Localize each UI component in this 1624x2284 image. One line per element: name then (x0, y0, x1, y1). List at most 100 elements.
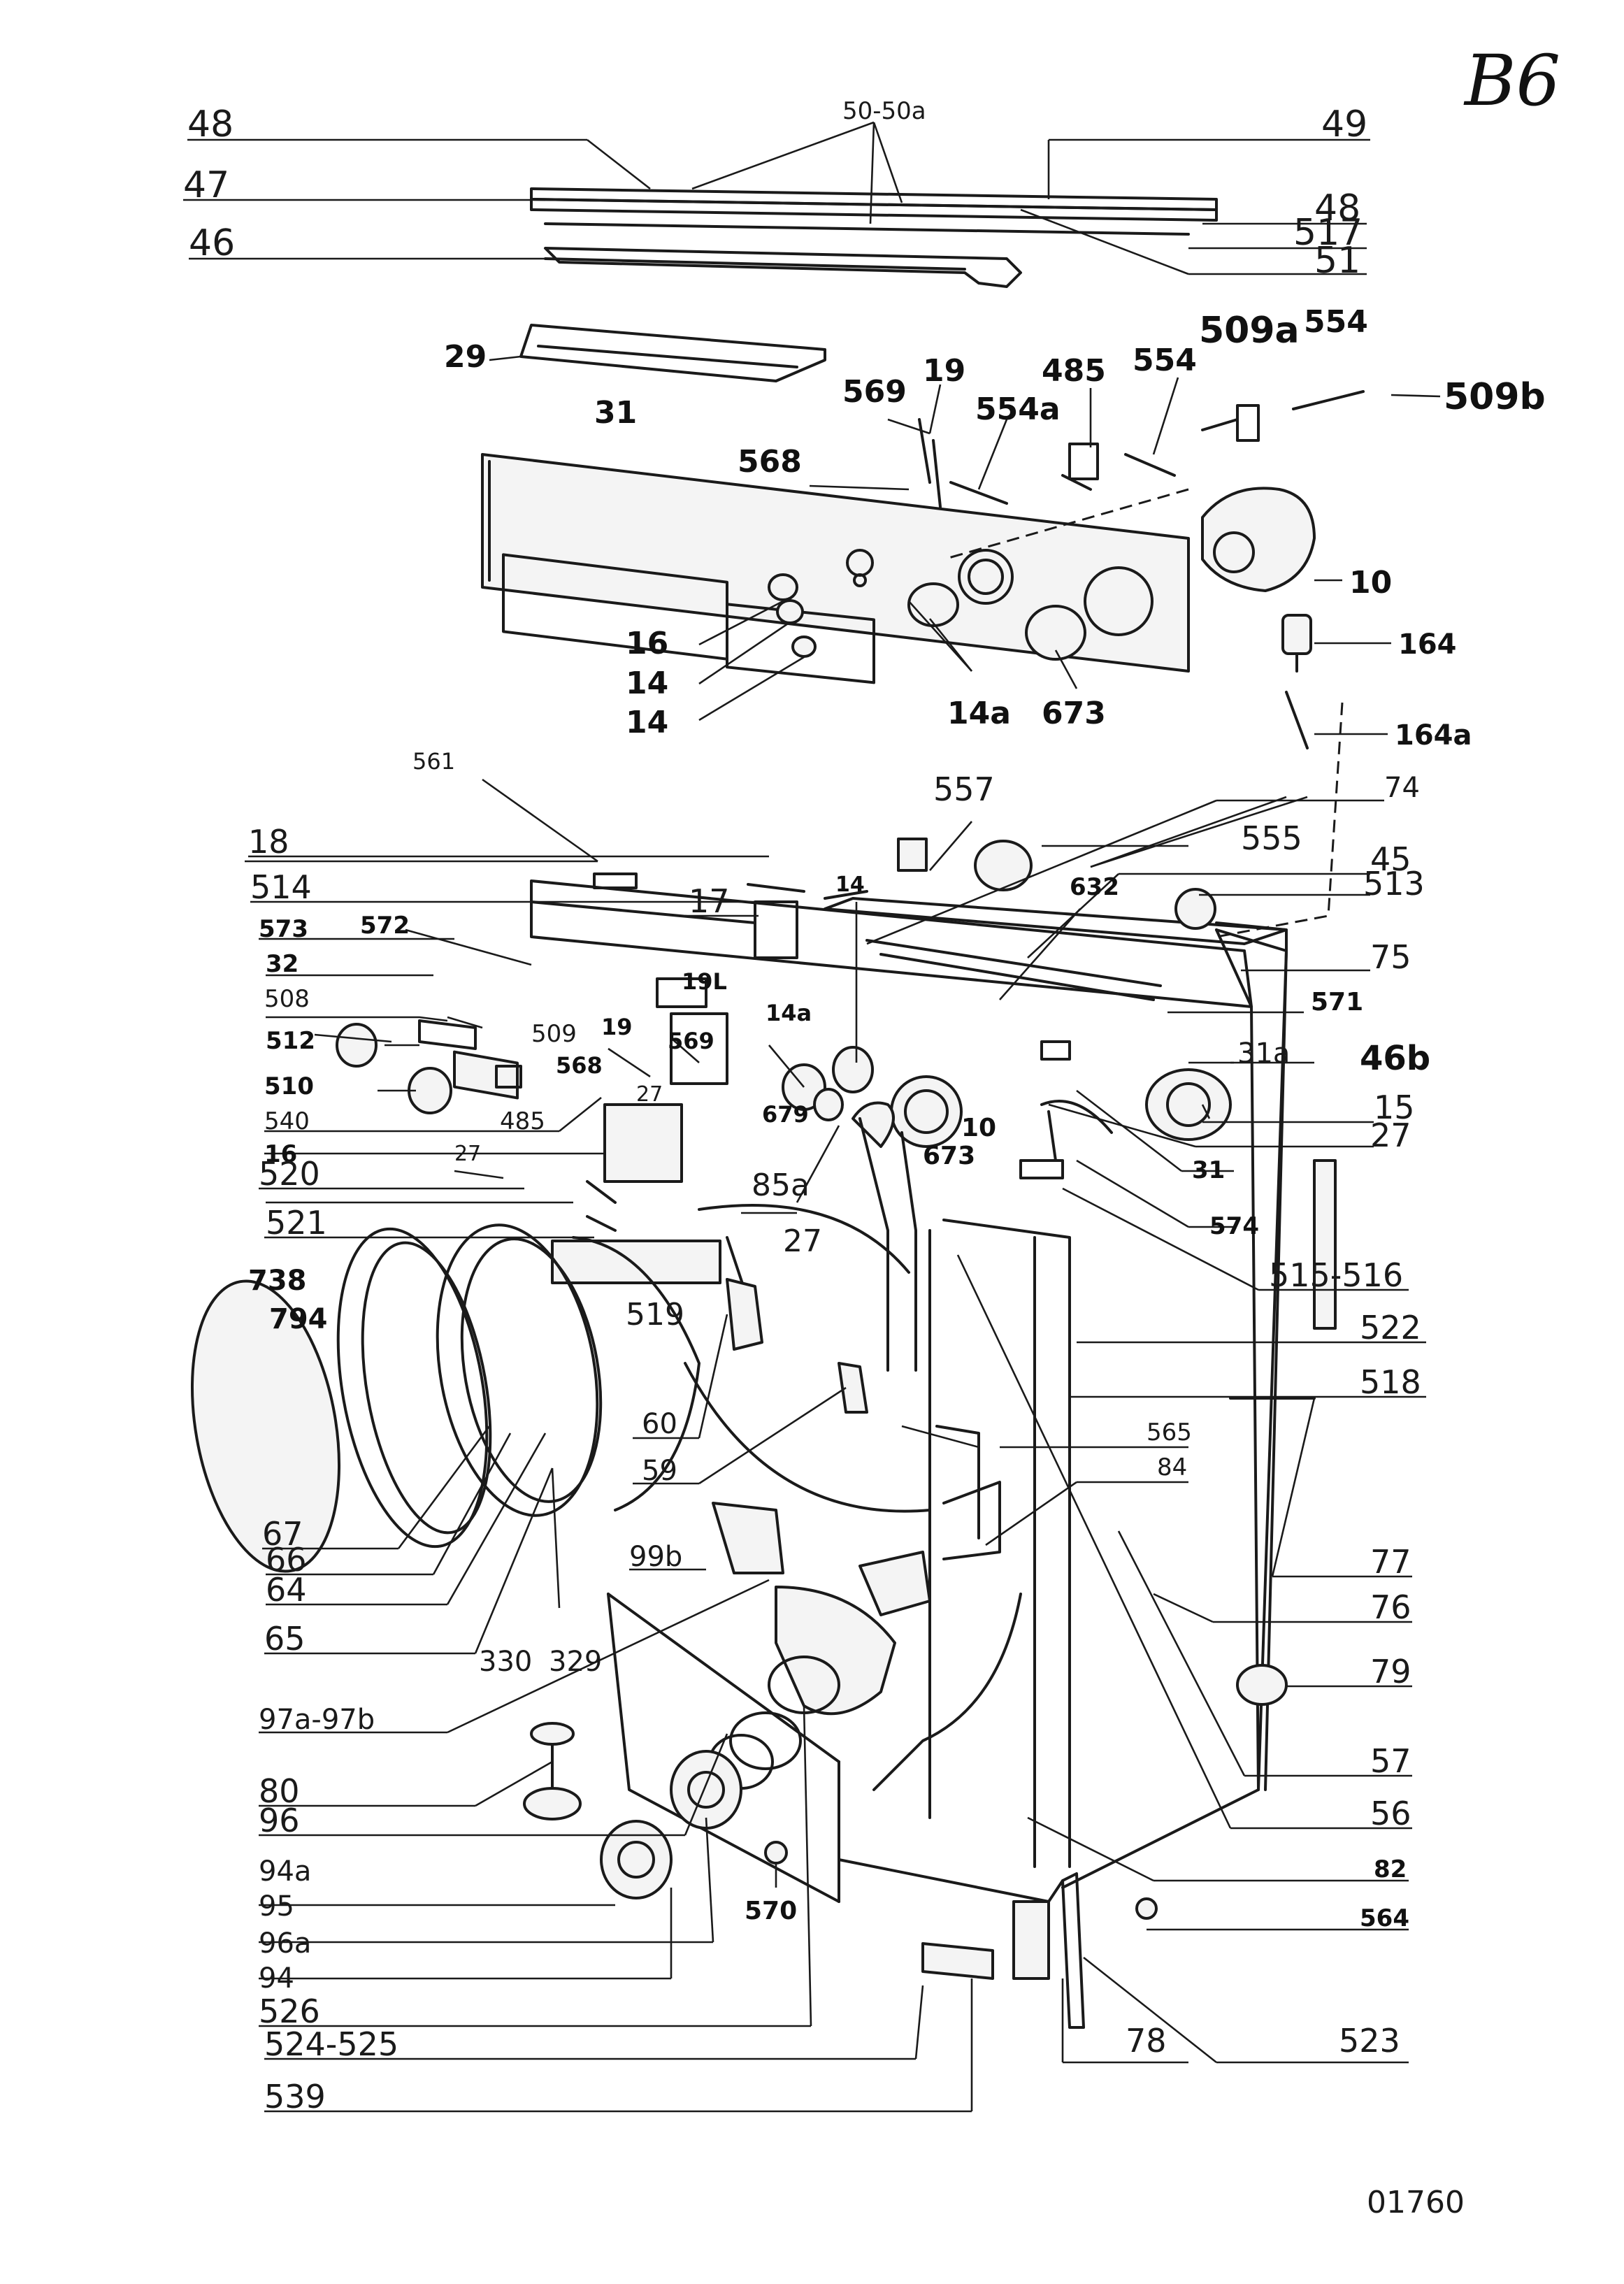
callout-485-top: 485 (1042, 353, 1106, 389)
callout-29: 29 (444, 339, 487, 375)
callout-513: 513 (1363, 865, 1425, 903)
callout-569-top: 569 (842, 374, 907, 410)
callout-96: 96 (259, 1802, 300, 1839)
callout-679: 679 (762, 1101, 809, 1128)
callout-515-516: 515-516 (1269, 1256, 1403, 1294)
callout-329: 329 (549, 1646, 602, 1678)
callout-509b: 509b (1444, 376, 1546, 418)
callout-51: 51 (1314, 240, 1360, 282)
callout-64: 64 (266, 1571, 307, 1609)
callout-164: 164 (1398, 629, 1457, 661)
callout-17: 17 (689, 882, 730, 920)
callout-97a-97b: 97a-97b (259, 1704, 375, 1736)
callout-99b: 99b (629, 1541, 682, 1573)
callout-95: 95 (259, 1890, 294, 1923)
callout-512: 512 (266, 1027, 315, 1055)
callout-67: 67 (262, 1515, 303, 1553)
callout-555: 555 (1241, 819, 1302, 857)
top-lid-assembly (530, 187, 1218, 288)
callout-14a-top: 14a (947, 696, 1011, 731)
callout-32: 32 (266, 950, 299, 978)
callout-18: 18 (248, 823, 289, 861)
callout-522: 522 (1360, 1309, 1421, 1346)
callout-573: 573 (259, 915, 308, 943)
callout-19L: 19L (682, 968, 727, 995)
callout-49: 49 (1321, 103, 1367, 145)
callout-59: 59 (642, 1455, 677, 1487)
callout-15: 15 (1374, 1089, 1415, 1126)
callout-75: 75 (1370, 938, 1411, 976)
callout-85a: 85a (752, 1168, 810, 1203)
callout-66: 66 (266, 1541, 307, 1579)
callout-568-top: 568 (738, 444, 802, 480)
callout-568-mid: 568 (556, 1052, 603, 1079)
callout-14-top-a: 14 (626, 666, 668, 701)
callout-509-mid: 509 (531, 1020, 577, 1048)
callout-14-mid: 14 (835, 872, 865, 897)
callout-48-left: 48 (187, 103, 233, 145)
callout-31-top: 31 (594, 395, 637, 431)
control-panel-assembly (481, 324, 1365, 938)
callout-19-top: 19 (923, 353, 965, 389)
callout-94a: 94a (259, 1855, 311, 1888)
door-drum (190, 796, 1337, 2029)
callout-10-top: 10 (1349, 565, 1392, 601)
callout-31-mid: 31 (1192, 1156, 1225, 1184)
callout-509a: 509a (1199, 310, 1300, 352)
callout-65: 65 (264, 1620, 306, 1658)
callout-45: 45 (1370, 840, 1411, 878)
callout-48-right: 48 (1314, 187, 1360, 229)
callout-561: 561 (412, 748, 455, 775)
callout-520: 520 (259, 1155, 320, 1193)
callout-570: 570 (745, 1897, 797, 1925)
callout-14a-mid: 14a (766, 1000, 812, 1026)
lower-leaders (245, 778, 1426, 2113)
callout-19-mid: 19 (601, 1014, 633, 1040)
callout-518: 518 (1360, 1363, 1421, 1401)
callout-554-right: 554 (1304, 304, 1368, 340)
callout-569-mid: 569 (668, 1028, 714, 1054)
callout-508: 508 (264, 985, 310, 1013)
callout-574: 574 (1209, 1212, 1259, 1240)
callout-78: 78 (1126, 2022, 1167, 2060)
callout-564: 564 (1360, 1904, 1409, 1932)
callout-519: 519 (626, 1297, 684, 1333)
callout-540: 540 (264, 1107, 310, 1135)
sheet-corner-mark: B6 (1463, 40, 1560, 122)
callout-524-525: 524-525 (264, 2025, 398, 2063)
callout-27-a: 27 (636, 1082, 663, 1107)
callout-labels: 50-50a 48 49 47 48 517 46 51 29 509a 554… (183, 97, 1546, 2220)
callout-539: 539 (264, 2078, 326, 2116)
callout-526: 526 (259, 1992, 320, 2030)
callout-27-c: 27 (454, 1142, 481, 1166)
callout-565: 565 (1147, 1418, 1192, 1446)
callout-82: 82 (1374, 1855, 1407, 1883)
callout-510: 510 (264, 1072, 314, 1100)
top-leaders (183, 121, 1370, 275)
callout-31a: 31a (1237, 1037, 1290, 1070)
callout-16-mid: 16 (264, 1140, 297, 1168)
callout-523: 523 (1339, 2022, 1400, 2060)
callout-557: 557 (933, 770, 995, 808)
callout-96a: 96a (259, 1927, 311, 1960)
callout-74: 74 (1384, 772, 1420, 804)
callout-738: 738 (248, 1265, 307, 1297)
callout-673-mid: 673 (923, 1142, 975, 1170)
callout-554-mid: 554 (1133, 343, 1197, 378)
callout-572: 572 (360, 912, 410, 940)
callout-77: 77 (1370, 1543, 1411, 1581)
callout-76: 76 (1370, 1588, 1411, 1626)
callout-57: 57 (1370, 1742, 1411, 1780)
callout-79: 79 (1370, 1653, 1411, 1690)
callout-554a: 554a (975, 392, 1061, 427)
callout-632: 632 (1070, 873, 1119, 901)
callout-673-top: 673 (1042, 696, 1106, 731)
cabinet-body (530, 838, 1288, 1889)
callout-27-b: 27 (1370, 1116, 1411, 1154)
callout-571: 571 (1311, 988, 1363, 1017)
callout-517: 517 (1293, 212, 1363, 254)
sheet-footer-code: 01760 (1367, 2185, 1465, 2220)
callout-485-mid: 485 (500, 1107, 545, 1135)
callout-27-d: 27 (783, 1223, 822, 1259)
